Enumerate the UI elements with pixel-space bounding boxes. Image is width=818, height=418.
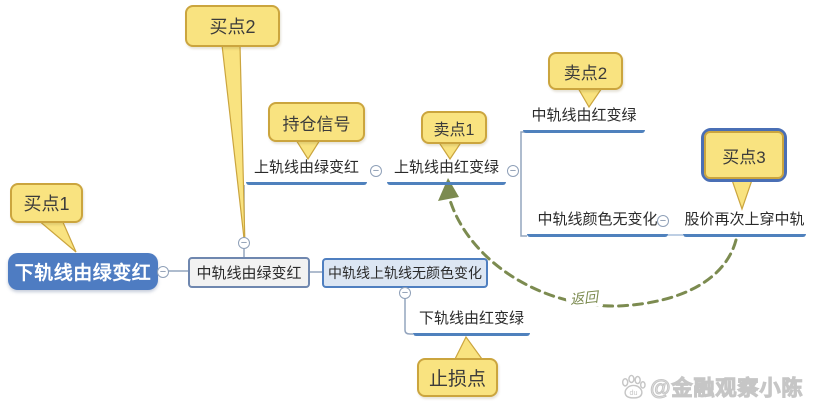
- return-arrowhead: [438, 178, 459, 201]
- node-mid-color-unchanged[interactable]: 中轨线颜色无变化: [527, 209, 668, 237]
- stop-callout-tail: [454, 335, 484, 360]
- node-lower-green-to-red[interactable]: 下轨线由绿变红: [8, 253, 158, 290]
- collapse-toggle-box[interactable]: −: [399, 287, 411, 299]
- callout-buy-point-1[interactable]: 买点1: [10, 183, 83, 223]
- callout-stop-loss[interactable]: 止损点: [417, 358, 498, 397]
- callout-buy-point-3[interactable]: 买点3: [704, 131, 784, 179]
- buy3-callout-tail: [731, 179, 753, 211]
- collapse-toggle-mid-top[interactable]: −: [238, 237, 250, 249]
- node-upper-red-to-green[interactable]: 上轨线由红变绿: [387, 157, 506, 185]
- node-lower-red-to-green[interactable]: 下轨线由红变绿: [413, 308, 530, 336]
- baidu-paw-icon: du: [621, 374, 646, 399]
- svg-text:du: du: [629, 387, 637, 396]
- node-price-recross-mid[interactable]: 股价再次上穿中轨: [683, 209, 806, 237]
- buy2-callout-tail: [221, 44, 246, 248]
- collapse-toggle-upper2[interactable]: −: [507, 165, 519, 177]
- node-mid-upper-no-color-change[interactable]: 中轨线上轨线无颜色变化: [322, 258, 488, 288]
- connector-box-down-elbow: [404, 288, 413, 335]
- node-mid-red-to-green[interactable]: 中轨线由红变绿: [523, 105, 645, 133]
- callout-buy-point-2[interactable]: 买点2: [185, 5, 280, 47]
- return-arc-label: 返回: [565, 286, 603, 310]
- watermark-text: @金融观察小陈: [649, 377, 804, 401]
- callout-hold-signal[interactable]: 持仓信号: [268, 102, 365, 142]
- watermark: du @金融观察小陈: [620, 372, 803, 402]
- node-mid-green-to-red[interactable]: 中轨线由绿变红: [188, 257, 310, 288]
- callout-sell-point-2[interactable]: 卖点2: [548, 52, 623, 90]
- callout-buy-point-3-ring[interactable]: 买点3: [701, 128, 787, 182]
- collapse-toggle-root[interactable]: −: [157, 266, 169, 278]
- collapse-toggle-n5[interactable]: −: [657, 215, 669, 227]
- collapse-toggle-upper1[interactable]: −: [370, 165, 382, 177]
- return-arc: [447, 195, 738, 308]
- buy1-callout-tail: [36, 219, 77, 253]
- callout-sell-point-1[interactable]: 卖点1: [421, 111, 487, 144]
- node-upper-green-to-red[interactable]: 上轨线由绿变红: [246, 157, 367, 185]
